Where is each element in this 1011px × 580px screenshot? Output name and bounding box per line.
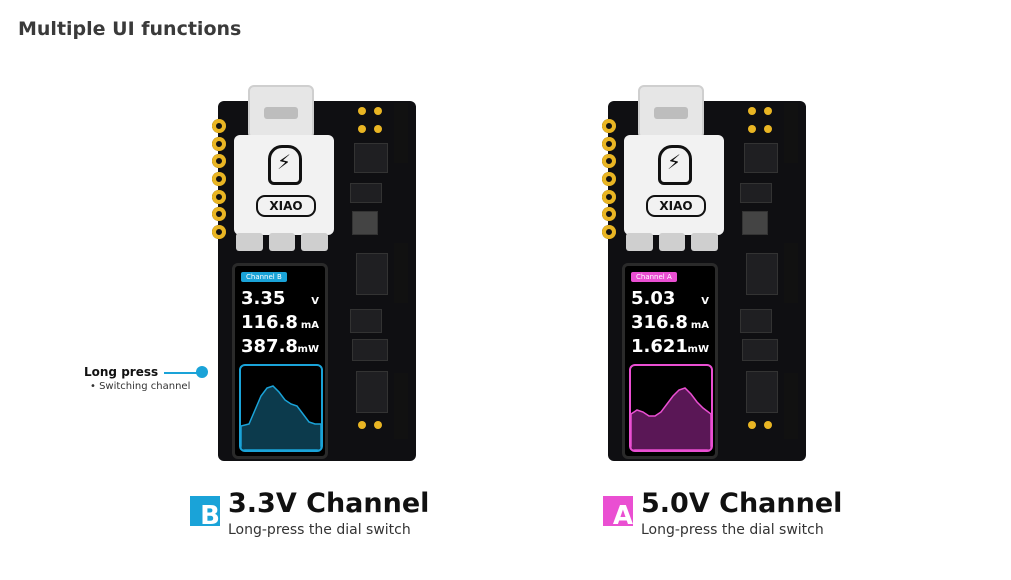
side-components [348,103,408,443]
power-reading: 1.621 [631,336,688,357]
current-unit: mA [690,320,709,331]
lcd-screen: Channel B 3.35 V 116.8 mA 387.8 mW [232,263,328,459]
current-reading: 316.8 [631,312,688,333]
voltage-unit: V [311,296,319,307]
boot-button[interactable] [658,233,686,251]
xiao-label: XIAO [256,195,316,217]
dial-switch-indicator [196,366,208,378]
power-unit: mW [687,344,709,355]
channel-a-badge: A [603,496,633,526]
user-button[interactable] [691,233,719,251]
toast-lightning-icon [268,145,302,185]
reset-button[interactable] [236,233,263,251]
lcd-screen: Channel A 5.03 V 316.8 mA 1.621 mW [622,263,718,459]
board-channel-b: XIAO Channel B 3.35 V 116.8 mA 387.8 mW [208,85,418,465]
xiao-module: XIAO [624,135,724,235]
current-graph [239,364,323,452]
reset-button[interactable] [626,233,653,251]
current-unit: mA [300,320,319,331]
callout-title: Long press [84,365,159,379]
caption-subtitle: Long-press the dial switch [641,522,824,538]
user-button[interactable] [301,233,329,251]
channel-chip: Channel B [241,272,287,282]
voltage-unit: V [701,296,709,307]
gold-pin-row [602,119,616,239]
board-channel-a: XIAO Channel A 5.03 V 316.8 mA 1.621 mW [598,85,808,465]
current-graph [629,364,713,452]
voltage-reading: 3.35 [241,288,286,309]
callout-item: • Switching channel [90,381,191,392]
long-press-callout: Long press • Switching channel [84,365,208,392]
power-reading: 387.8 [241,336,298,357]
caption-title: 5.0V Channel [641,488,843,519]
side-components [738,103,798,443]
xiao-module: XIAO [234,135,334,235]
power-unit: mW [297,344,319,355]
xiao-label: XIAO [646,195,706,217]
caption-title: 3.3V Channel [228,488,430,519]
caption-subtitle: Long-press the dial switch [228,522,411,538]
channel-chip: Channel A [631,272,677,282]
board-buttons [236,233,329,251]
boot-button[interactable] [268,233,296,251]
channel-b-badge: B [190,496,220,526]
callout-line [164,372,202,374]
board-buttons [626,233,719,251]
voltage-reading: 5.03 [631,288,676,309]
usb-c-port [638,85,704,139]
page-title: Multiple UI functions [18,18,242,40]
usb-c-port [248,85,314,139]
toast-lightning-icon [658,145,692,185]
current-reading: 116.8 [241,312,298,333]
gold-pin-row [212,119,226,239]
